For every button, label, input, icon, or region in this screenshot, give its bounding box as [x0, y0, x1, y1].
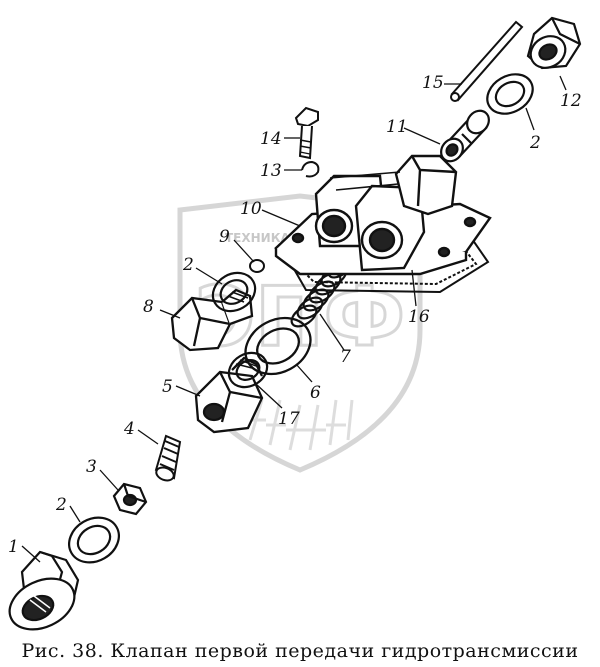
part-15-pin [450, 20, 524, 102]
callout-5: 5 [162, 377, 173, 397]
callout-2-middle: 2 [182, 255, 194, 275]
part-1-cap-nut [8, 550, 80, 631]
callout-3: 3 [86, 457, 97, 477]
leader-4 [137, 429, 159, 445]
leader-2a [69, 505, 81, 523]
callout-14: 14 [260, 129, 282, 149]
callout-7: 7 [340, 347, 351, 367]
leader-lines [21, 75, 567, 563]
part-2-washer-middle [211, 271, 257, 313]
callout-10: 10 [240, 199, 262, 219]
leader-11 [403, 127, 441, 145]
callout-9: 9 [219, 227, 230, 247]
part-6-large-washer [244, 316, 312, 376]
leader-3 [99, 469, 119, 491]
leader-16 [411, 269, 417, 307]
callout-11: 11 [386, 117, 408, 137]
leader-1 [21, 545, 41, 563]
leader-2b [195, 267, 223, 285]
callout-17: 17 [278, 409, 300, 429]
watermark-wheat-pattern [246, 399, 354, 451]
figure-caption: Рис. 38. Клапан первой передачи гидротра… [21, 640, 579, 662]
callout-12: 12 [560, 91, 582, 111]
callout-1: 1 [8, 537, 19, 557]
leader-6 [295, 363, 313, 383]
leader-10 [261, 209, 301, 227]
leader-12 [559, 75, 567, 91]
leader-7 [319, 313, 345, 351]
part-9-small-ring [249, 259, 265, 273]
callout-8: 8 [143, 297, 154, 317]
callout-labels: 1 2 3 4 5 2 8 9 10 13 14 11 15 12 2 16 7… [8, 73, 582, 557]
part-10-valve-body [274, 154, 492, 276]
callout-2-upper: 2 [529, 133, 541, 153]
leader-17 [255, 383, 283, 409]
callout-6: 6 [310, 383, 321, 403]
part-12-end-plug [526, 16, 582, 70]
part-17-seal-ring [227, 351, 269, 389]
part-13-lock-washer [301, 160, 320, 178]
part-11-valve-spool [440, 109, 490, 163]
leader-8 [159, 309, 181, 319]
part-3-nut [112, 482, 148, 516]
callout-16: 16 [408, 307, 430, 327]
callout-15: 15 [422, 73, 444, 93]
callout-2-lower: 2 [55, 495, 67, 515]
part-2-washer-lower [68, 516, 120, 564]
watermark-text: ТЕХНИКА [225, 231, 291, 245]
callout-4: 4 [123, 419, 135, 439]
part-14-bolt [294, 106, 319, 160]
part-4-adjusting-screw [154, 434, 182, 482]
part-2-washer-upper [486, 73, 534, 115]
leader-2c [525, 107, 535, 131]
watermark-shield-shape [177, 193, 423, 473]
leader-9 [233, 239, 255, 263]
leader-5 [175, 385, 201, 397]
callout-13: 13 [260, 161, 282, 181]
